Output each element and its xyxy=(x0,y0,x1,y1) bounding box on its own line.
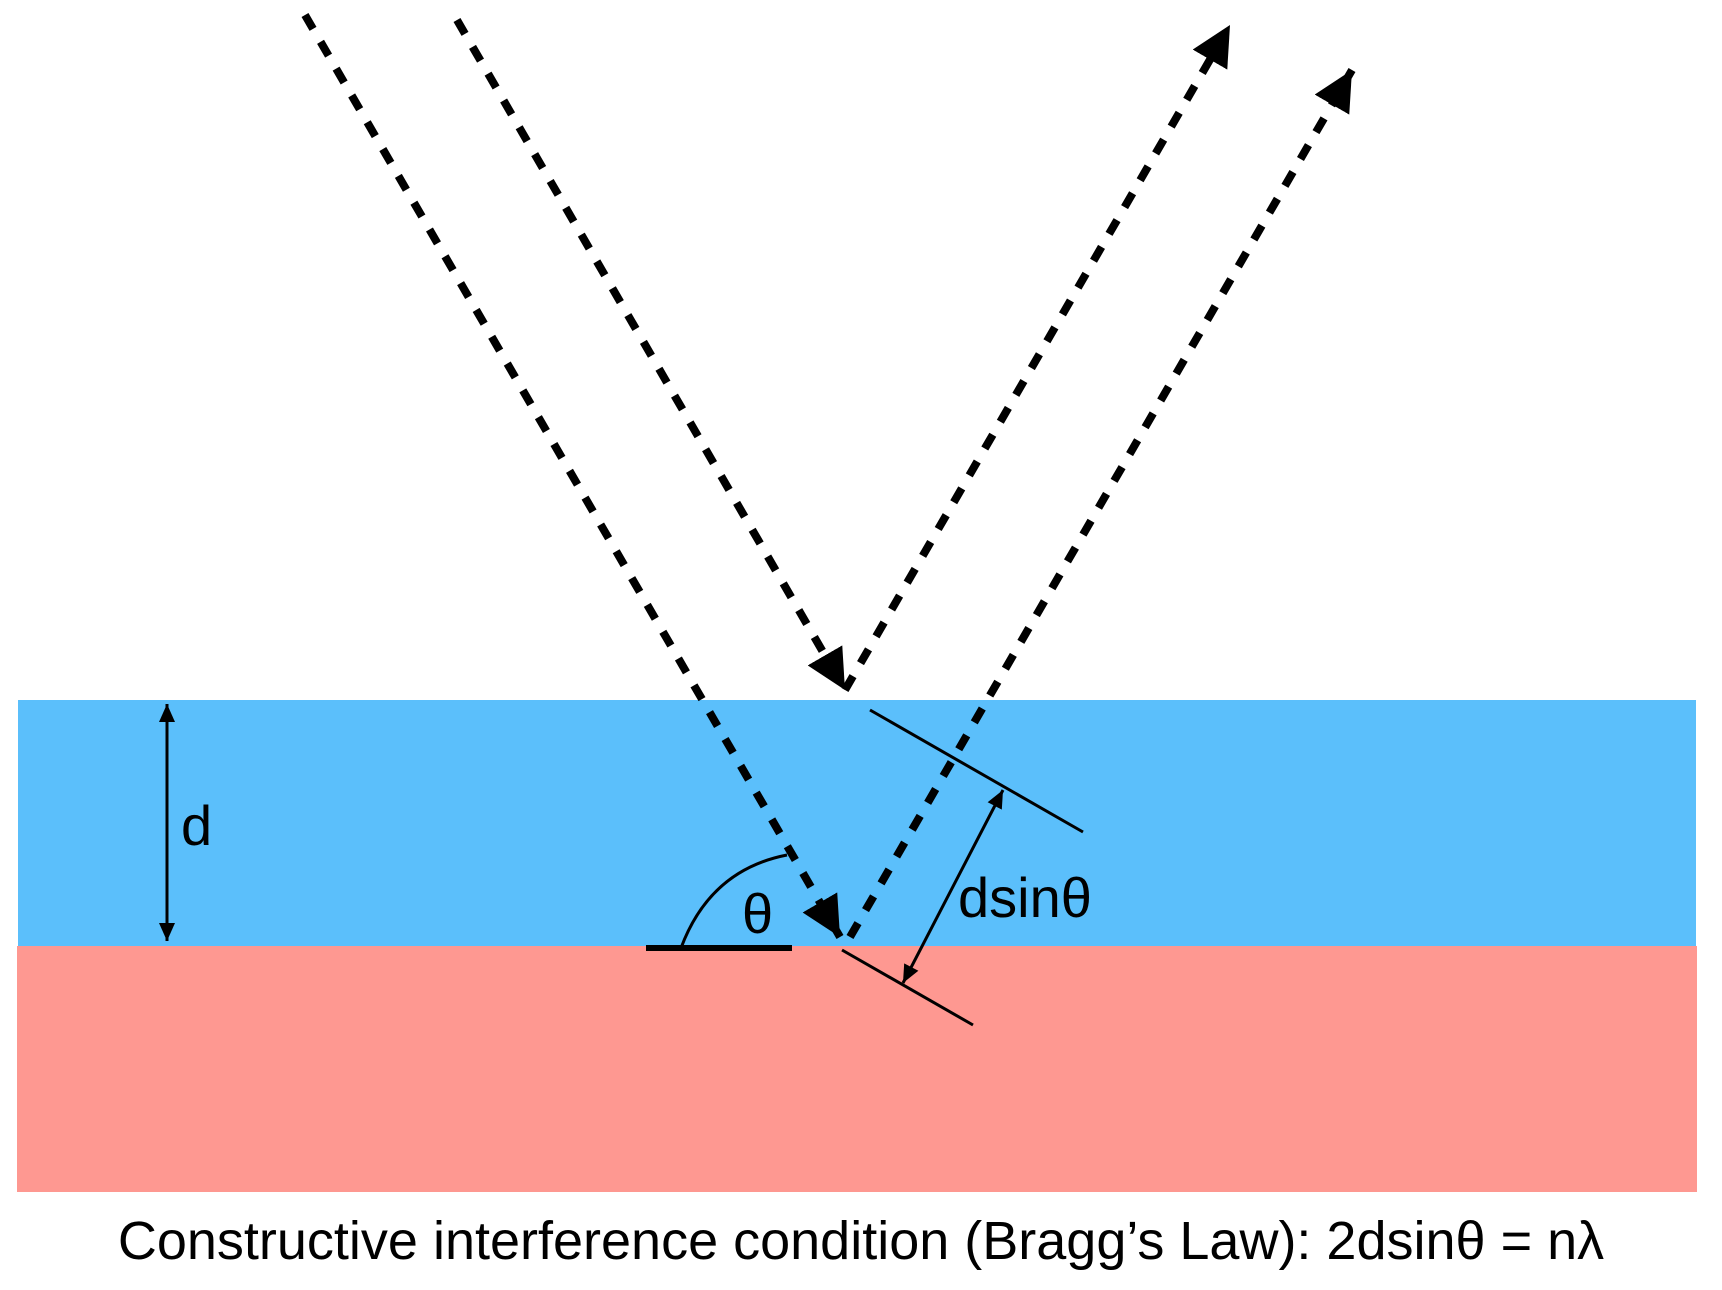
angle-arc xyxy=(679,853,788,949)
dsin-theta-arrow xyxy=(901,789,1005,984)
incident-ray-2 xyxy=(453,17,849,693)
lower-perpendicular-line xyxy=(841,948,974,1027)
d-label: d xyxy=(181,794,212,857)
theta-label: θ xyxy=(742,882,773,945)
upper-perpendicular-line xyxy=(869,708,1084,834)
bragg-law-caption: Constructive interference condition (Bra… xyxy=(117,1211,1605,1271)
incident-ray-1 xyxy=(301,12,844,940)
dsin-theta-label: dsinθ xyxy=(958,866,1092,929)
lower-layer xyxy=(17,946,1697,1192)
reflected-ray-1 xyxy=(841,22,1234,693)
upper-layer xyxy=(18,700,1696,946)
